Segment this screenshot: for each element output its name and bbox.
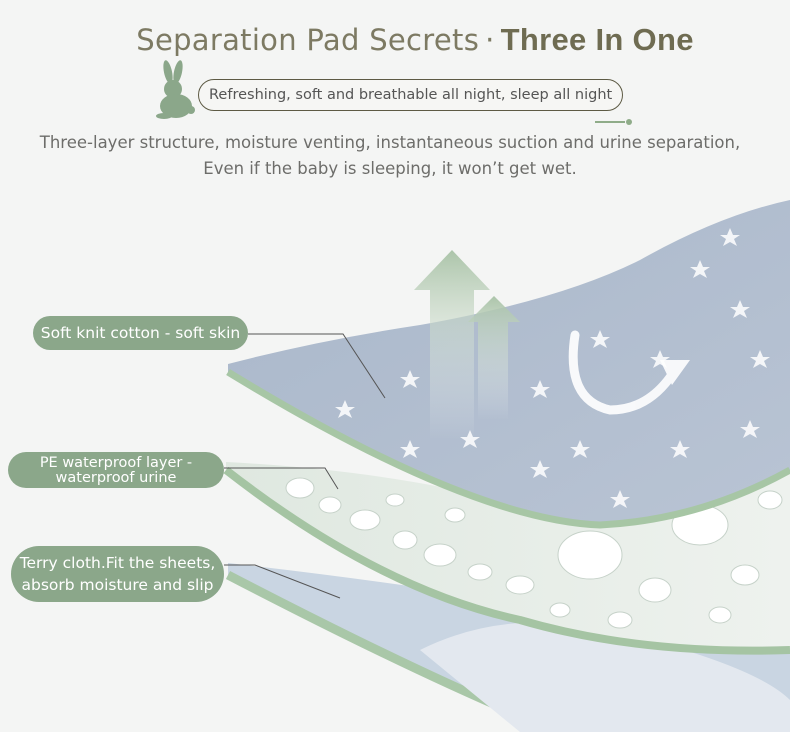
rabbit-icon <box>156 60 195 119</box>
label-bottom-line-2: absorb moisture and slip <box>21 576 214 594</box>
description: Three-layer structure, moisture venting,… <box>0 130 780 182</box>
label-top-layer: Soft knit cotton - soft skin <box>33 316 248 350</box>
description-line-2: Even if the baby is sleeping, it won’t g… <box>203 159 577 178</box>
title-light: Separation Pad Secrets <box>136 23 480 57</box>
page-title: Separation Pad Secrets·Three In One <box>0 22 790 58</box>
label-middle-layer: PE waterproof layer - waterproof urine <box>8 452 224 488</box>
swirl-arrow-icon <box>568 330 690 415</box>
up-arrow-icon <box>414 250 520 440</box>
label-bottom-layer: Terry cloth.Fit the sheets, absorb moist… <box>11 546 224 602</box>
star-icon <box>335 228 770 508</box>
callout-lines <box>224 333 386 599</box>
label-middle-line-2: waterproof urine <box>55 470 177 486</box>
label-bottom-line-1: Terry cloth.Fit the sheets, <box>19 554 216 572</box>
tagline-underline <box>595 121 625 123</box>
tagline-dot <box>626 119 632 125</box>
title-bold: Three In One <box>500 22 694 57</box>
label-middle-line-1: PE waterproof layer - <box>39 455 193 471</box>
top-knit-layer <box>226 200 790 529</box>
title-separator: · <box>485 23 495 57</box>
bottom-terry-layer <box>225 563 790 732</box>
description-line-1: Three-layer structure, moisture venting,… <box>39 133 741 152</box>
tagline-badge: Refreshing, soft and breathable all nigh… <box>198 79 624 111</box>
